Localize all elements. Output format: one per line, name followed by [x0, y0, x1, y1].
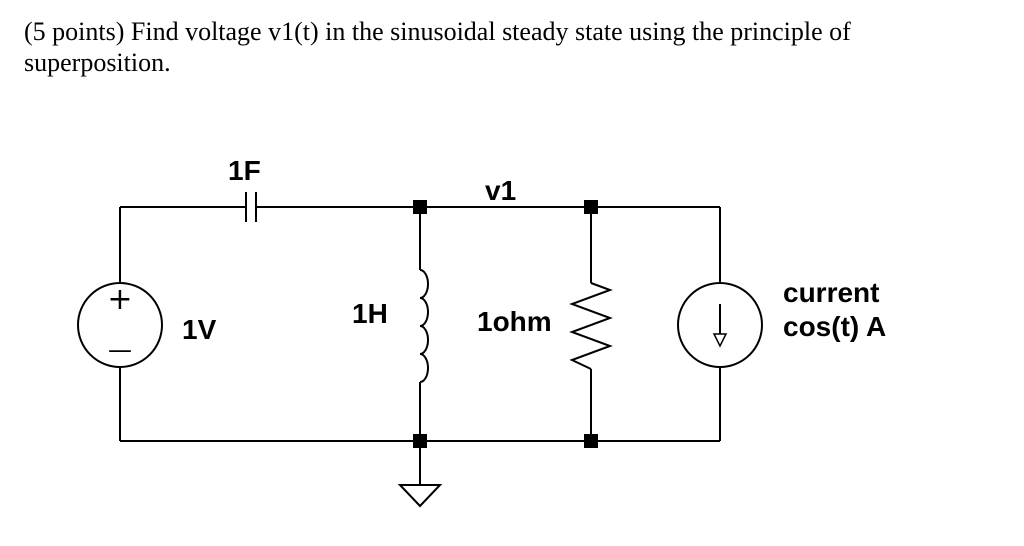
- node-dot-top-left: [413, 200, 427, 214]
- current-direction-arrow-icon: [712, 333, 728, 348]
- problem-statement: (5 points) Find voltage v1(t) in the sin…: [24, 17, 851, 77]
- current-source-label-line1: current: [783, 277, 879, 308]
- resistor: [569, 282, 613, 370]
- node-dot-bottom-right: [584, 434, 598, 448]
- ground-icon: [397, 484, 443, 508]
- voltage-source: [77, 282, 163, 368]
- inductor: [419, 269, 429, 383]
- node-dot-top-right: [584, 200, 598, 214]
- current-source-label-line2: cos(t) A: [783, 311, 886, 342]
- node-dot-bottom-left: [413, 434, 427, 448]
- current-source: [677, 282, 763, 368]
- voltage-source-minus: —: [108, 336, 132, 364]
- capacitor: [245, 192, 257, 222]
- capacitor-label: 1F: [228, 155, 261, 186]
- inductor-label: 1H: [352, 298, 388, 329]
- voltage-source-plus: +: [107, 282, 132, 317]
- voltage-source-label: 1V: [182, 314, 217, 345]
- resistor-label: 1ohm: [477, 306, 552, 337]
- node-v1-label: v1: [485, 175, 516, 206]
